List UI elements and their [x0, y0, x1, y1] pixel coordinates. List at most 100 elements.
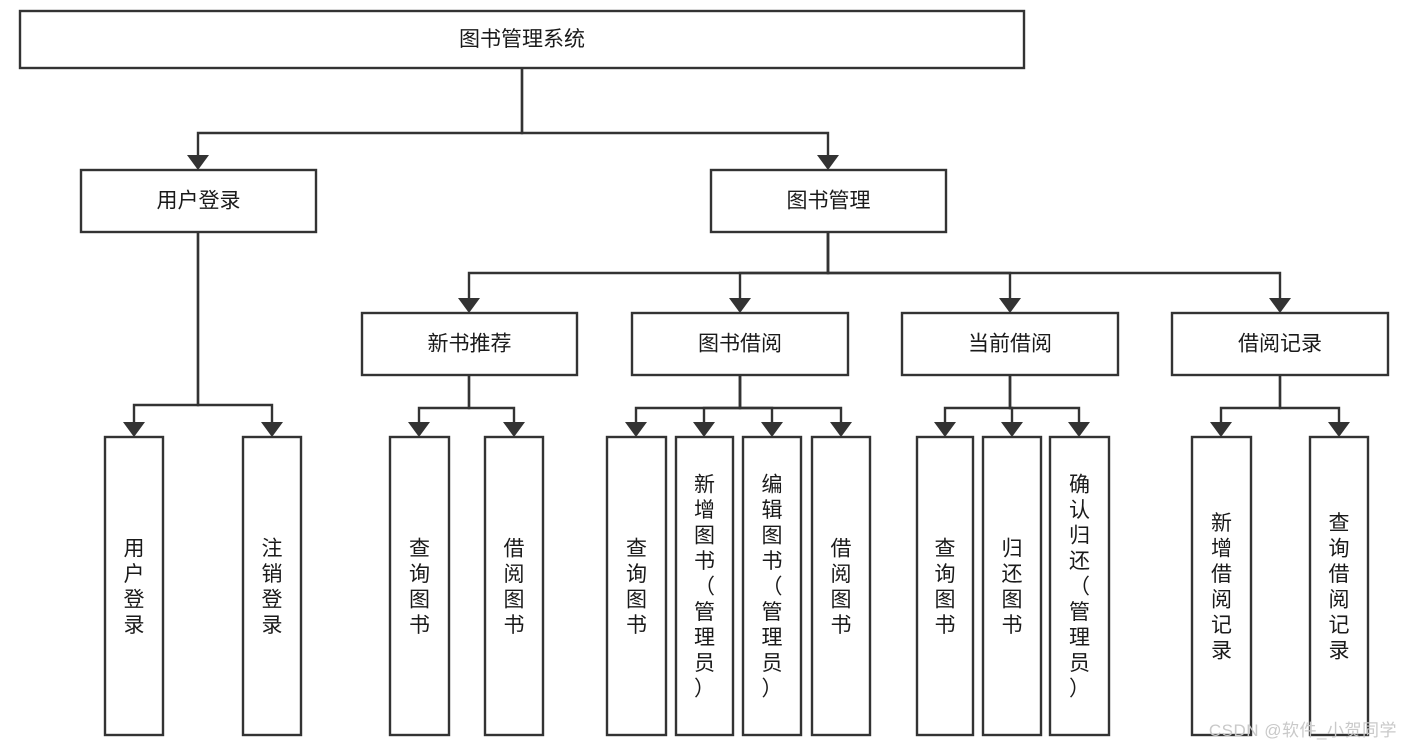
- arrow-head-icon: [261, 422, 283, 437]
- connector: [738, 375, 783, 437]
- level3-label: 借阅记录: [1238, 333, 1322, 356]
- leaf-label: 注销登录: [262, 537, 283, 637]
- level2-node[interactable]: 用户登录: [79, 168, 318, 234]
- leaf-node[interactable]: 编辑图书（管理员）: [741, 435, 803, 737]
- arrow-head-icon: [1210, 422, 1232, 437]
- connector-line: [467, 232, 830, 298]
- level2-box[interactable]: [709, 168, 948, 234]
- arrow-head-icon: [1001, 422, 1023, 437]
- level3-box[interactable]: [630, 311, 850, 377]
- connector: [729, 232, 830, 313]
- connector-line: [196, 232, 274, 422]
- leaf-node[interactable]: 注销登录: [241, 435, 303, 737]
- leaf-node[interactable]: 查询借阅记录: [1308, 435, 1370, 737]
- arrow-head-icon: [187, 155, 209, 170]
- leaf-box[interactable]: [981, 435, 1043, 737]
- arrow-head-icon: [1068, 422, 1090, 437]
- leaf-box[interactable]: [1308, 435, 1370, 737]
- leaf-box[interactable]: [103, 435, 165, 737]
- leaf-label: 新增借阅记录: [1211, 512, 1232, 663]
- connector-line: [1278, 375, 1341, 422]
- level2-box[interactable]: [79, 168, 318, 234]
- connector-line: [738, 375, 774, 422]
- level3-box[interactable]: [360, 311, 579, 377]
- level3-node[interactable]: 当前借阅: [900, 311, 1120, 377]
- level3-label: 当前借阅: [968, 333, 1052, 356]
- connector: [1008, 375, 1090, 437]
- leaf-node[interactable]: 查询图书: [388, 435, 451, 737]
- level2-node[interactable]: 图书管理: [709, 168, 948, 234]
- leaf-box[interactable]: [483, 435, 545, 737]
- leaf-label: 查询图书: [935, 537, 956, 637]
- connector: [520, 68, 839, 170]
- leaf-label: 归还图书: [1002, 537, 1023, 637]
- arrow-head-icon: [123, 422, 145, 437]
- connector: [826, 232, 1291, 313]
- connector-line: [196, 68, 524, 155]
- connector-line: [1219, 375, 1282, 422]
- leaf-label: 用户登录: [124, 537, 145, 637]
- connector: [1278, 375, 1350, 437]
- arrow-head-icon: [458, 298, 480, 313]
- leaf-label: 确认归还（管理员）: [1069, 474, 1090, 701]
- node-layer: 图书管理系统用户登录图书管理新书推荐图书借阅当前借阅借阅记录用户登录注销登录查询…: [18, 9, 1390, 737]
- connector-line: [826, 232, 1282, 298]
- root-node[interactable]: 图书管理系统: [18, 9, 1026, 70]
- leaf-box[interactable]: [1048, 435, 1111, 737]
- level2-label: 用户登录: [157, 190, 241, 213]
- connector-line: [132, 232, 200, 422]
- arrow-head-icon: [503, 422, 525, 437]
- connector: [196, 232, 283, 437]
- leaf-box[interactable]: [1190, 435, 1253, 737]
- leaf-node[interactable]: 查询图书: [605, 435, 668, 737]
- leaf-label: 新增图书（管理员）: [694, 474, 715, 701]
- connector: [625, 375, 742, 437]
- leaf-box[interactable]: [388, 435, 451, 737]
- leaf-box[interactable]: [741, 435, 803, 737]
- leaf-node[interactable]: 用户登录: [103, 435, 165, 737]
- connector-line: [826, 232, 1012, 298]
- leaf-node[interactable]: 借阅图书: [483, 435, 545, 737]
- root-box[interactable]: [18, 9, 1026, 70]
- arrow-head-icon: [934, 422, 956, 437]
- connector-line: [738, 232, 830, 298]
- leaf-node[interactable]: 借阅图书: [810, 435, 872, 737]
- connector-line: [634, 375, 742, 422]
- level3-box[interactable]: [1170, 311, 1390, 377]
- leaf-label: 借阅图书: [831, 537, 852, 637]
- leaf-label: 编辑图书（管理员）: [762, 474, 783, 701]
- connector: [408, 375, 471, 437]
- arrow-head-icon: [999, 298, 1021, 313]
- leaf-label: 查询图书: [409, 537, 430, 637]
- leaf-label: 借阅图书: [504, 537, 525, 637]
- arrow-head-icon: [1269, 298, 1291, 313]
- leaf-box[interactable]: [241, 435, 303, 737]
- leaf-node[interactable]: 归还图书: [981, 435, 1043, 737]
- leaf-node[interactable]: 查询图书: [915, 435, 975, 737]
- connector-line: [520, 68, 830, 155]
- leaf-node[interactable]: 确认归还（管理员）: [1048, 435, 1111, 737]
- arrow-head-icon: [761, 422, 783, 437]
- leaf-box[interactable]: [810, 435, 872, 737]
- level3-node[interactable]: 图书借阅: [630, 311, 850, 377]
- level3-box[interactable]: [900, 311, 1120, 377]
- level3-node[interactable]: 借阅记录: [1170, 311, 1390, 377]
- level3-label: 新书推荐: [428, 333, 512, 356]
- leaf-box[interactable]: [674, 435, 735, 737]
- arrow-head-icon: [830, 422, 852, 437]
- root-label: 图书管理系统: [459, 28, 585, 51]
- level2-label: 图书管理: [787, 190, 871, 213]
- connector: [738, 375, 852, 437]
- leaf-box[interactable]: [605, 435, 668, 737]
- level3-node[interactable]: 新书推荐: [360, 311, 579, 377]
- leaf-box[interactable]: [915, 435, 975, 737]
- leaf-node[interactable]: 新增借阅记录: [1190, 435, 1253, 737]
- leaf-label: 查询借阅记录: [1329, 512, 1350, 663]
- leaf-node[interactable]: 新增图书（管理员）: [674, 435, 735, 737]
- connector-line: [1008, 375, 1081, 422]
- arrow-head-icon: [817, 155, 839, 170]
- arrow-head-icon: [729, 298, 751, 313]
- connector: [1001, 375, 1023, 437]
